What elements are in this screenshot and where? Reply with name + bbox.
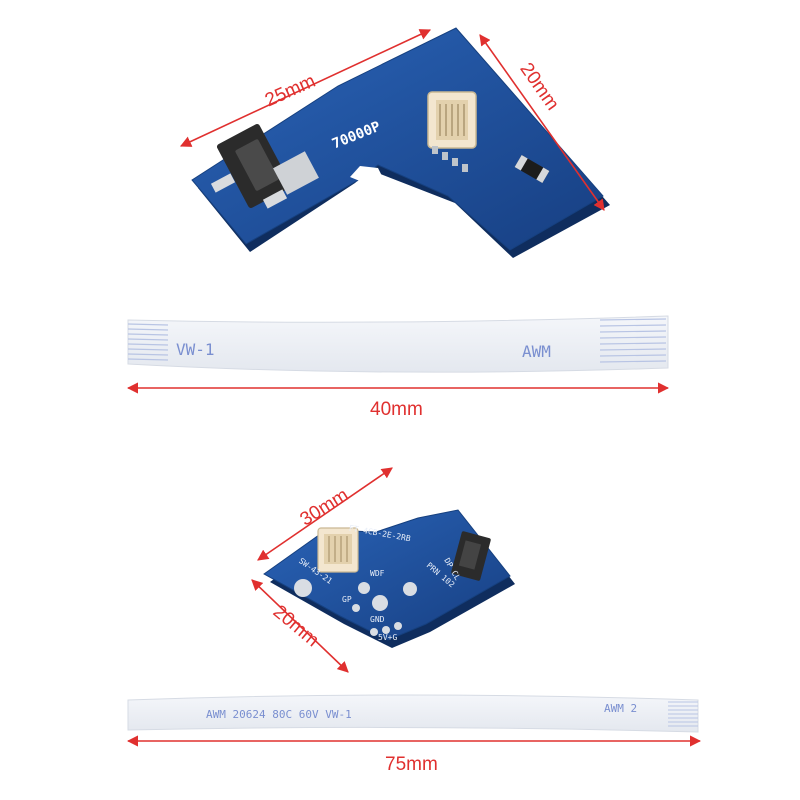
silk-wdf: WDF [370, 569, 385, 578]
dimension-label-40mm: 40mm [370, 399, 423, 420]
cable-contacts-right-bottom [668, 701, 698, 727]
dimension-40mm: 40mm [126, 382, 670, 420]
cable-contacts-right [599, 318, 667, 363]
cable-print-right: AWM 2 [604, 702, 637, 715]
dimension-label-75mm: 75mm [385, 754, 438, 775]
dimension-label-20mm-bottom: 20mm [269, 601, 323, 651]
dimension-75mm: 75mm [126, 735, 702, 775]
cable-print-vw1: VW-1 [176, 340, 215, 359]
silk-gp: GP [342, 595, 352, 604]
cable-print-main: AWM 20624 80C 60V VW-1 [206, 708, 352, 721]
cable-print-awm: AWM [522, 342, 551, 361]
ffc-connector-small [317, 527, 359, 573]
silk-v: 5V+G [378, 633, 397, 642]
bottom-ffc-cable: AWM 20624 80C 60V VW-1 AWM 2 [127, 694, 699, 733]
top-ffc-cable: VW-1 AWM [127, 315, 669, 373]
dimension-label-30mm: 30mm [296, 485, 352, 531]
silk-gnd: GND [370, 615, 385, 624]
ffc-connector [427, 91, 477, 172]
tactile-switch-small [451, 531, 491, 581]
board-notch [350, 166, 384, 186]
cable-contacts-left [127, 323, 169, 361]
top-pcb-board: 70000P [191, 27, 610, 258]
